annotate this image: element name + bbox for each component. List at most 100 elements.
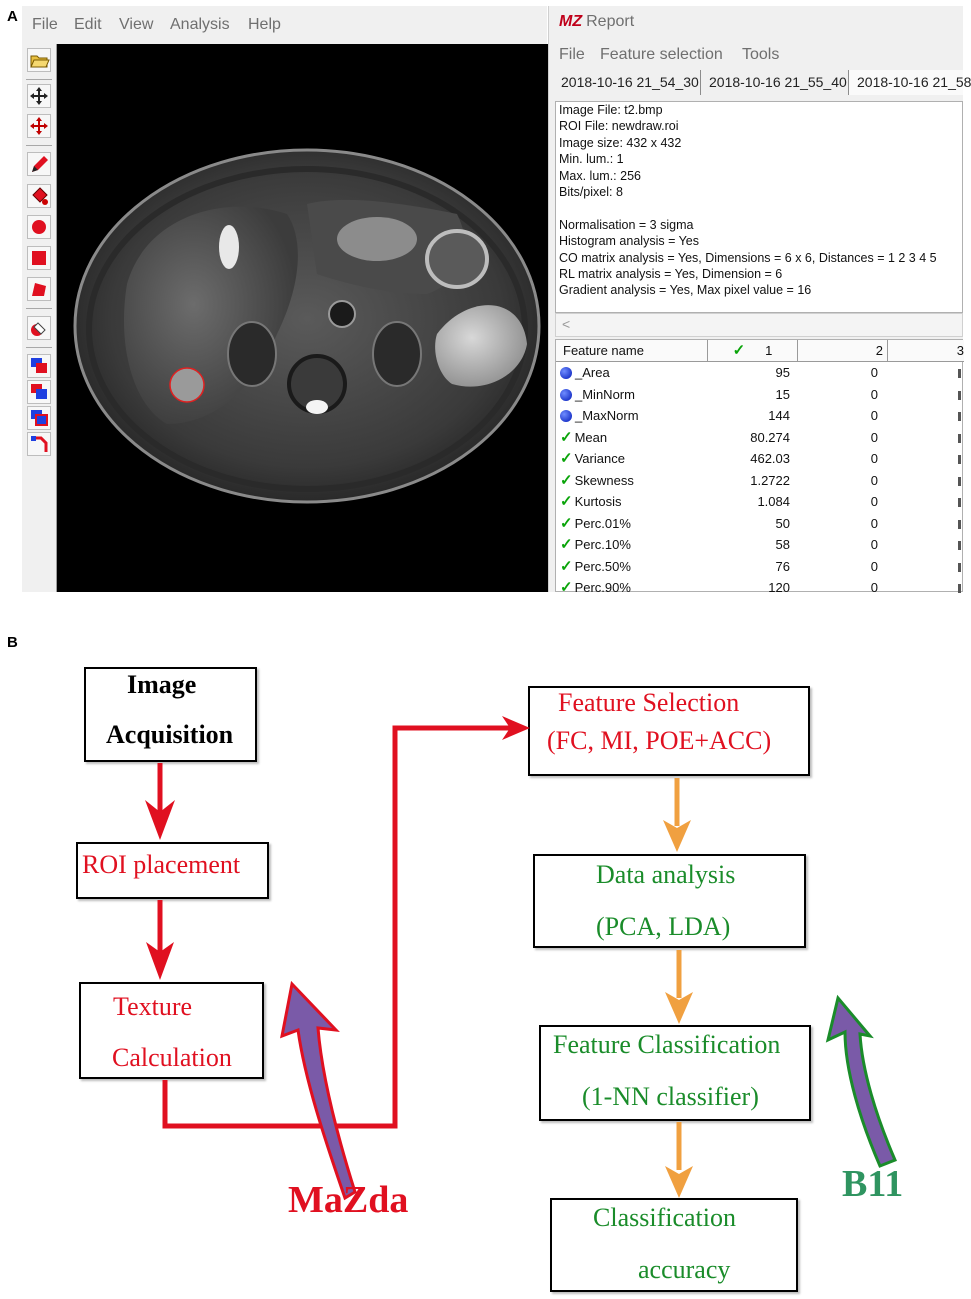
value-cell-3-truncated <box>958 390 961 400</box>
roi-1-button[interactable] <box>27 354 51 378</box>
arrow-analysis-to-classification <box>665 950 693 1024</box>
scroll-left-arrow[interactable]: < <box>562 316 571 332</box>
tab-report-1[interactable]: 2018-10-16 21_54_30 <box>553 70 701 95</box>
blue-dot-icon <box>560 388 572 401</box>
value-cell-2: 0 <box>870 558 878 574</box>
tab-report-2[interactable]: 2018-10-16 21_55_40 <box>701 70 849 95</box>
roi-2-button[interactable] <box>27 380 51 404</box>
panel-label-a: A <box>7 8 18 25</box>
check-icon: ✓ <box>560 493 573 510</box>
box-feature-classification <box>539 1025 811 1121</box>
tool-palette <box>22 44 57 592</box>
horizontal-scrollbar[interactable]: < <box>555 313 963 337</box>
value-cell-1: 80.274 <box>750 429 790 445</box>
info-line: Histogram analysis = Yes <box>559 234 700 249</box>
roi-3-button[interactable] <box>27 406 51 430</box>
text-image: Image <box>127 670 197 699</box>
check-icon: ✓ <box>560 536 573 553</box>
roi-4-button[interactable] <box>27 432 51 456</box>
value-cell-3-truncated <box>958 476 961 486</box>
fill-button[interactable] <box>27 184 51 208</box>
pencil-icon <box>32 156 48 172</box>
mazda-pointer-arrow <box>280 980 357 1201</box>
text-calculation: Calculation <box>112 1043 232 1072</box>
feature-name-cell: ✓Perc.10% <box>560 534 631 556</box>
report-menu-file[interactable]: File <box>559 46 585 63</box>
value-cell-3-truncated <box>958 541 961 550</box>
report-menu-tools[interactable]: Tools <box>742 46 780 63</box>
pan-button[interactable] <box>27 114 51 138</box>
text-texture: Texture <box>113 992 193 1021</box>
feature-name-cell: ✓Variance <box>560 448 625 470</box>
move-icon <box>30 87 48 105</box>
check-icon: ✓ <box>560 428 573 446</box>
value-cell-2: 0 <box>870 494 878 509</box>
value-cell-2: 0 <box>870 386 878 402</box>
box-image-acquisition <box>84 667 257 762</box>
open-button[interactable] <box>27 48 51 72</box>
value-cell-1: 58 <box>775 537 790 552</box>
roi-1-icon <box>31 358 47 373</box>
erase-roi-button[interactable] <box>27 316 51 340</box>
column-header-3[interactable]: 3 <box>956 343 964 358</box>
column-header-feature-name[interactable]: Feature name <box>556 340 708 361</box>
feature-name-cell: ✓Perc.01% <box>560 513 631 535</box>
menu-view[interactable]: View <box>119 16 154 33</box>
roi-2-icon <box>31 384 47 399</box>
value-cell-1: 120 <box>768 580 790 595</box>
roi-3-icon <box>31 410 48 426</box>
text-roi-placement: ROI placement <box>82 850 241 879</box>
check-icon: ✓ <box>732 342 746 359</box>
feature-name-cell: ✓Kurtosis <box>560 491 622 513</box>
text-feature-classification: Feature Classification <box>553 1030 781 1059</box>
table-row[interactable]: ✓Perc.50% 76 0 <box>556 556 964 578</box>
menu-help[interactable]: Help <box>248 16 281 33</box>
info-line: Image size: 432 x 432 <box>559 135 682 150</box>
feature-name-cell: ✓Perc.90% <box>560 577 631 599</box>
info-line: CO matrix analysis = Yes, Dimensions = 6… <box>559 250 937 265</box>
info-line: ROI File: newdraw.roi <box>559 119 679 134</box>
box-classification-accuracy <box>550 1198 798 1292</box>
report-info-text: Image File: t2.bmp ROI File: newdraw.roi… <box>555 101 963 313</box>
pan-icon <box>30 117 48 135</box>
info-line: Image File: t2.bmp <box>559 103 663 117</box>
text-classification: Classification <box>593 1203 736 1232</box>
feature-name: Kurtosis <box>574 494 622 509</box>
check-icon: ✓ <box>560 471 573 489</box>
feature-name: Perc.50% <box>574 558 631 574</box>
report-menu-feature-selection[interactable]: Feature selection <box>600 46 723 63</box>
square-button[interactable] <box>27 246 51 270</box>
menu-file[interactable]: File <box>32 16 58 33</box>
value-cell-1: 50 <box>775 515 790 531</box>
text-accuracy: accuracy <box>638 1255 731 1284</box>
flowchart-arrows <box>145 716 897 1201</box>
column-header-1[interactable]: ✓1 <box>708 340 798 361</box>
menu-edit[interactable]: Edit <box>74 16 102 33</box>
text-feature-selection: Feature Selection <box>558 688 740 717</box>
pencil-button[interactable] <box>27 152 51 176</box>
move-button[interactable] <box>27 84 51 108</box>
circle-button[interactable] <box>27 215 51 239</box>
check-icon: ✓ <box>560 557 573 575</box>
menu-analysis[interactable]: Analysis <box>170 16 230 33</box>
arrow-roi-to-texture <box>146 900 174 980</box>
value-cell-1: 1.2722 <box>750 472 790 488</box>
feature-name: Variance <box>574 451 625 466</box>
value-cell-1: 76 <box>775 558 790 574</box>
text-feature-selection-methods: (FC, MI, POE+ACC) <box>547 726 772 755</box>
mri-image-canvas[interactable] <box>57 44 548 592</box>
tab-report-3[interactable]: 2018-10-16 21_58 <box>849 70 971 95</box>
column-header-2[interactable]: 2 <box>798 340 888 361</box>
polygon-button[interactable] <box>27 277 51 301</box>
